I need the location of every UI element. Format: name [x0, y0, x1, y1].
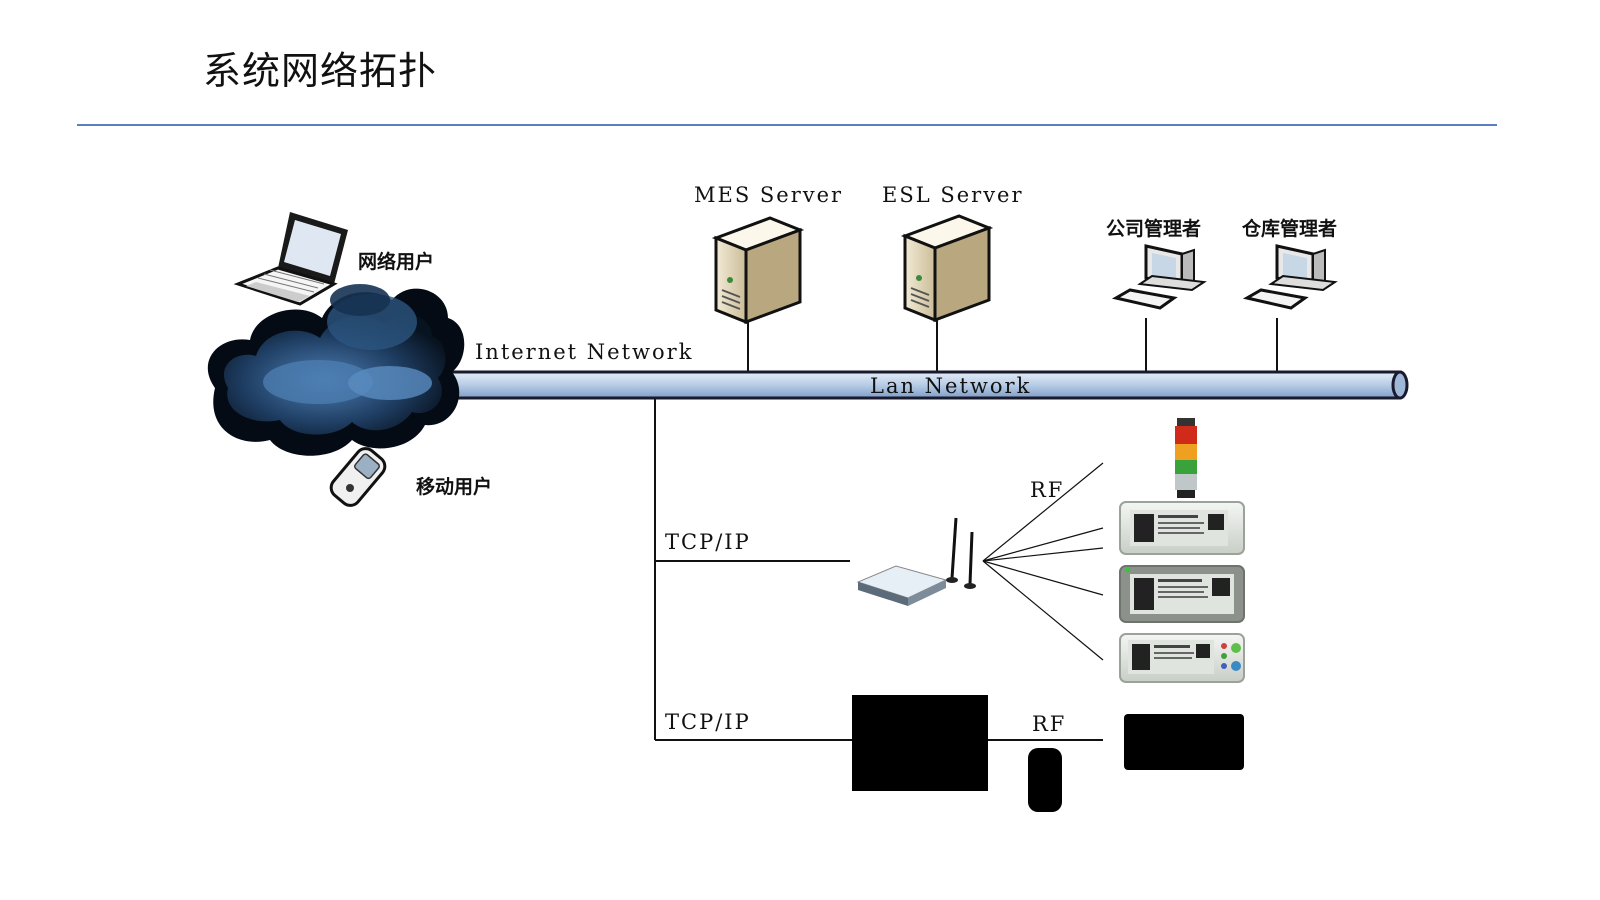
laptop-icon: [233, 212, 348, 306]
title-divider: [77, 124, 1497, 126]
warehouse-manager-pc-icon: [1242, 244, 1338, 310]
rf-label-2: RF: [1032, 712, 1067, 736]
page-title: 系统网络拓扑: [203, 49, 438, 93]
internet-network-label: Internet Network: [475, 340, 694, 364]
connection-lines: [654, 318, 1278, 741]
company-manager-label: 公司管理者: [1106, 218, 1202, 240]
base-station-icon: [852, 695, 988, 791]
esl-tag-icon: [1119, 633, 1245, 683]
esl-tag-icon: [1119, 565, 1245, 623]
esl-server-label: ESL Server: [882, 183, 1024, 207]
network-user-label: 网络用户: [358, 251, 435, 273]
tcpip-label-2: TCP/IP: [665, 710, 751, 734]
esl-server-icon: [900, 214, 994, 323]
display-terminal-icon: [1124, 714, 1244, 770]
rf-label-1: RF: [1030, 478, 1065, 502]
mes-server-label: MES Server: [694, 183, 844, 207]
mobile-phone-icon: [329, 447, 387, 507]
wireless-router-icon: [856, 517, 976, 606]
mes-server-icon: [711, 216, 805, 325]
internet-cloud-icon: [207, 284, 465, 456]
tcpip-label-1: TCP/IP: [665, 530, 751, 554]
tower-light-icon: [1175, 418, 1197, 498]
esl-tag-icon: [1119, 501, 1245, 555]
lan-network-label: Lan Network: [870, 374, 1032, 398]
company-manager-pc-icon: [1111, 244, 1207, 310]
mobile-user-label: 移动用户: [416, 476, 493, 498]
handheld-device-icon: [1028, 748, 1062, 812]
warehouse-manager-label: 仓库管理者: [1242, 218, 1338, 240]
lan-pipe: [448, 370, 1409, 400]
